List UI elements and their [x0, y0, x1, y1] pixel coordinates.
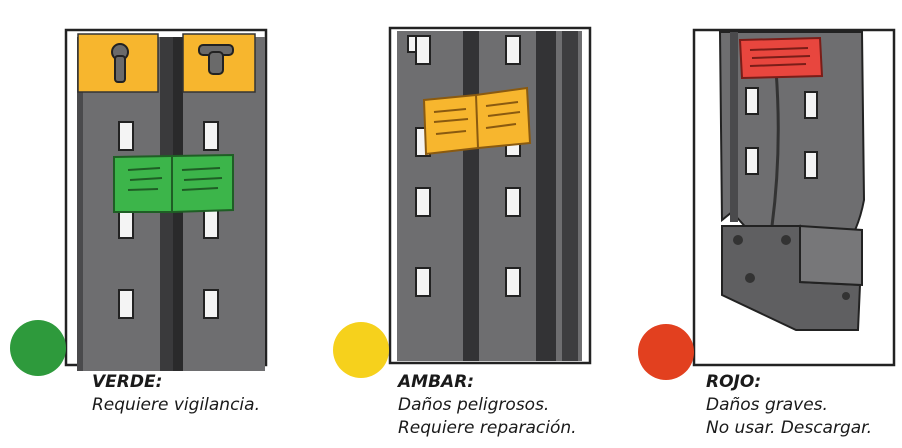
caption-line: Requiere vigilancia.: [92, 395, 260, 415]
caption-ambar: AMBAR: Daños peligrosos. Requiere repara…: [398, 371, 598, 440]
caption-line: No usar. Descargar.: [706, 418, 873, 438]
upright-with-green-label-icon: [64, 28, 268, 371]
panel-ambar: AMBAR: Daños peligrosos. Requiere repara…: [300, 0, 600, 448]
status-dot-red: [638, 324, 694, 380]
panel-rojo: ROJO: Daños graves. No usar. Descargar.: [600, 0, 902, 448]
caption-verde: VERDE: Requiere vigilancia.: [92, 371, 292, 417]
caption-line: Requiere reparación.: [398, 418, 577, 438]
caption-line: Daños graves.: [706, 395, 828, 415]
caption-title: ROJO:: [706, 372, 762, 392]
caption-line: Daños peligrosos.: [398, 395, 550, 415]
caption-rojo: ROJO: Daños graves. No usar. Descargar.: [706, 371, 902, 440]
upright-with-amber-label-icon: [388, 26, 592, 365]
panel-verde: VERDE: Requiere vigilancia.: [0, 0, 300, 448]
damaged-upright-with-red-label-icon: [692, 28, 896, 367]
status-dot-green: [10, 320, 66, 376]
status-dot-amber: [333, 322, 389, 378]
caption-title: VERDE:: [92, 372, 163, 392]
caption-title: AMBAR:: [398, 372, 475, 392]
